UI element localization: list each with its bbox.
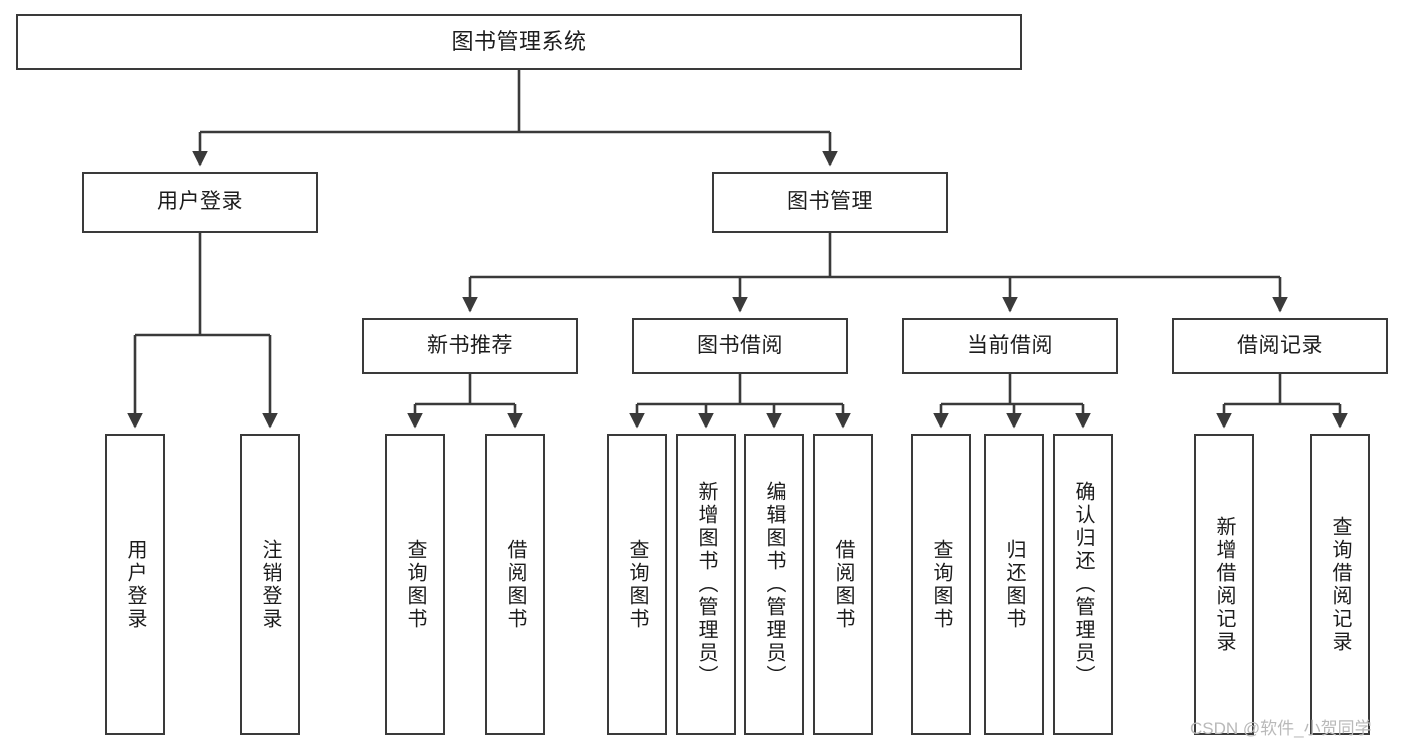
node-label: 用户登录	[124, 538, 146, 631]
node-leaf-query-record[interactable]: 查询借阅记录	[1310, 434, 1370, 735]
node-leaf-query-book-1[interactable]: 查询图书	[385, 434, 445, 735]
csdn-watermark: CSDN @软件_小贺同学	[1190, 719, 1372, 738]
node-leaf-logout[interactable]: 注销登录	[240, 434, 300, 735]
node-label: 查询图书	[930, 538, 952, 631]
node-book-borrow[interactable]: 图书借阅	[632, 318, 848, 374]
node-leaf-borrow-book-1[interactable]: 借阅图书	[485, 434, 545, 735]
node-leaf-query-book-2[interactable]: 查询图书	[607, 434, 667, 735]
node-label: 新增借阅记录	[1213, 515, 1235, 654]
node-label: 新书推荐	[427, 333, 513, 357]
node-label: 查询借阅记录	[1329, 515, 1351, 654]
node-label: 注销登录	[259, 538, 281, 631]
node-user-login[interactable]: 用户登录	[82, 172, 318, 233]
node-label: 归还图书	[1003, 538, 1025, 631]
node-label: 借阅图书	[832, 538, 854, 631]
node-borrow-record[interactable]: 借阅记录	[1172, 318, 1388, 374]
node-leaf-add-record[interactable]: 新增借阅记录	[1194, 434, 1254, 735]
node-label: 编辑图书（管理员）	[763, 481, 785, 688]
node-label: 借阅图书	[504, 538, 526, 631]
node-label: 图书借阅	[697, 333, 783, 357]
node-label: 借阅记录	[1237, 333, 1323, 357]
node-leaf-confirm-return[interactable]: 确认归还（管理员）	[1053, 434, 1113, 735]
node-label: 图书管理系统	[451, 29, 587, 55]
node-label: 查询图书	[404, 538, 426, 631]
node-leaf-borrow-book-2[interactable]: 借阅图书	[813, 434, 873, 735]
node-leaf-return-book[interactable]: 归还图书	[984, 434, 1044, 735]
node-leaf-edit-book[interactable]: 编辑图书（管理员）	[744, 434, 804, 735]
node-current-borrow[interactable]: 当前借阅	[902, 318, 1118, 374]
node-label: 图书管理	[787, 190, 873, 214]
node-label: 用户登录	[157, 190, 243, 214]
node-leaf-query-book-3[interactable]: 查询图书	[911, 434, 971, 735]
node-leaf-user-login[interactable]: 用户登录	[105, 434, 165, 735]
node-label: 确认归还（管理员）	[1072, 481, 1094, 688]
node-label: 新增图书（管理员）	[695, 481, 717, 688]
node-new-book-recommend[interactable]: 新书推荐	[362, 318, 578, 374]
node-leaf-add-book[interactable]: 新增图书（管理员）	[676, 434, 736, 735]
node-label: 查询图书	[626, 538, 648, 631]
node-book-manage[interactable]: 图书管理	[712, 172, 948, 233]
node-root-system[interactable]: 图书管理系统	[16, 14, 1022, 70]
node-label: 当前借阅	[967, 333, 1053, 357]
